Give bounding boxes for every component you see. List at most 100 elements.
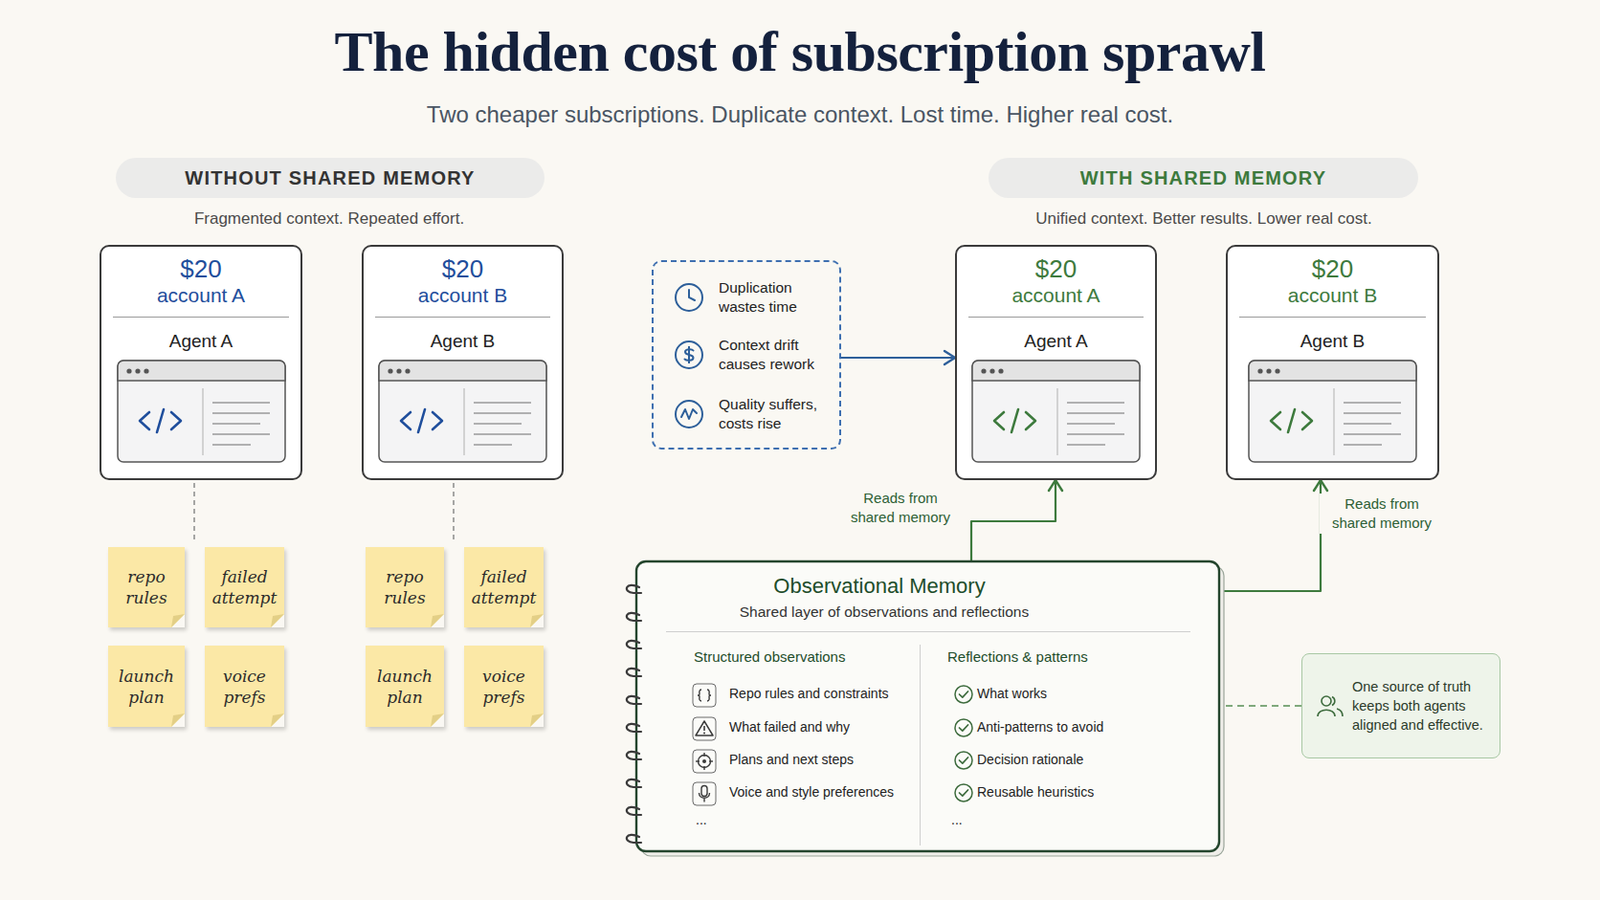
account-name: account B bbox=[1227, 284, 1438, 308]
memory-subtitle: Shared layer of observations and reflect… bbox=[673, 603, 1095, 622]
issue-icon bbox=[673, 339, 705, 371]
band-label: WITH SHARED MEMORY bbox=[988, 157, 1419, 199]
account-card: $20account A Agent A bbox=[99, 244, 303, 481]
caption: Two cheaper subscriptions. Duplicate con… bbox=[0, 101, 1600, 129]
sticky-note: repo rules bbox=[108, 547, 185, 628]
edge-label: Reads from shared memory bbox=[838, 488, 963, 529]
sticky-note: launch plan bbox=[108, 645, 185, 728]
account-card: $20account B Agent B bbox=[1225, 244, 1440, 481]
account-name: account A bbox=[956, 284, 1156, 308]
observation-item: Repo rules and constraints bbox=[729, 686, 889, 702]
code-window bbox=[1247, 359, 1418, 464]
sticky-note-text: repo rules bbox=[371, 566, 439, 609]
sticky-note: failed attempt bbox=[464, 547, 544, 628]
observation-item: Voice and style preferences bbox=[729, 784, 894, 800]
agent-name: Agent A bbox=[101, 331, 301, 353]
connector bbox=[971, 480, 1063, 561]
divider bbox=[968, 316, 1144, 318]
divider bbox=[666, 631, 1191, 633]
agent-name: Agent B bbox=[363, 331, 562, 353]
folded-corner bbox=[530, 614, 544, 628]
dashed-leader bbox=[452, 483, 455, 542]
memory-notebook: Observational MemoryShared layer of obse… bbox=[635, 560, 1223, 855]
check-icon bbox=[953, 684, 975, 706]
folded-corner bbox=[171, 713, 185, 728]
note-text: One source of truth keeps both agents al… bbox=[1352, 677, 1492, 735]
sticky-note-text: failed attempt bbox=[210, 566, 279, 609]
agent-name: Agent B bbox=[1227, 331, 1438, 353]
sticky-note: voice prefs bbox=[464, 645, 544, 728]
observation-item: What failed and why bbox=[729, 719, 850, 735]
column-heading: Reflections & patterns bbox=[947, 648, 1089, 666]
column-heading: Structured observations bbox=[693, 648, 845, 666]
sticky-note: launch plan bbox=[365, 645, 445, 728]
folded-corner bbox=[530, 713, 544, 728]
connector bbox=[1222, 706, 1302, 708]
issue-text: Quality suffers, costs rise bbox=[718, 395, 832, 434]
section-band: WITHOUT SHARED MEMORY bbox=[115, 157, 545, 199]
issue-text: Duplication wastes time bbox=[718, 278, 832, 317]
band-label: WITHOUT SHARED MEMORY bbox=[115, 157, 545, 199]
reflection-item: ... bbox=[951, 812, 963, 828]
folded-corner bbox=[430, 713, 445, 728]
price: $20 bbox=[956, 254, 1156, 285]
code-window bbox=[377, 359, 548, 464]
folded-corner bbox=[430, 614, 445, 628]
issue-icon bbox=[673, 399, 705, 430]
connector bbox=[1222, 480, 1328, 592]
account-name: account B bbox=[363, 284, 562, 308]
sticky-note-text: launch plan bbox=[113, 666, 179, 709]
sticky-note: voice prefs bbox=[204, 645, 285, 728]
folded-corner bbox=[270, 614, 285, 628]
divider bbox=[1239, 316, 1426, 318]
note-box: One source of truth keeps both agents al… bbox=[1301, 653, 1501, 759]
price: $20 bbox=[363, 254, 562, 285]
connector bbox=[841, 351, 956, 365]
code-window bbox=[116, 359, 287, 464]
sticky-note-text: failed attempt bbox=[469, 566, 538, 609]
reflection-item: Reusable heuristics bbox=[977, 784, 1094, 800]
account-card: $20account A Agent A bbox=[955, 244, 1157, 481]
sticky-note: repo rules bbox=[365, 547, 445, 628]
people-icon bbox=[1315, 693, 1345, 719]
account-card: $20account B Agent B bbox=[361, 244, 564, 481]
sticky-note-text: voice prefs bbox=[469, 666, 538, 709]
price: $20 bbox=[1227, 254, 1438, 285]
edge-label: Reads from shared memory bbox=[1319, 493, 1445, 534]
observation-item: ... bbox=[695, 812, 708, 828]
sticky-note-text: launch plan bbox=[371, 666, 439, 709]
agent-name: Agent A bbox=[956, 331, 1156, 353]
price: $20 bbox=[101, 254, 301, 285]
reflection-item: Decision rationale bbox=[977, 752, 1084, 768]
observation-item: Plans and next steps bbox=[729, 752, 854, 768]
problem-box: Duplication wastes timeContext drift cau… bbox=[651, 260, 842, 450]
folded-corner bbox=[270, 713, 285, 728]
item-icon-frame bbox=[691, 683, 717, 709]
title: The hidden cost of subscription sprawl bbox=[0, 19, 1600, 86]
sticky-note-text: voice prefs bbox=[210, 666, 279, 709]
divider bbox=[112, 316, 289, 318]
dashed-leader bbox=[193, 483, 196, 542]
issue-text: Context drift causes rework bbox=[718, 335, 832, 375]
folded-corner bbox=[171, 614, 185, 628]
reflection-item: Anti-patterns to avoid bbox=[977, 719, 1104, 735]
sticky-note-text: repo rules bbox=[113, 566, 179, 609]
memory-title: Observational Memory bbox=[673, 574, 1086, 600]
divider bbox=[375, 316, 551, 318]
check-icon bbox=[953, 782, 975, 804]
spiral-rings bbox=[622, 560, 657, 855]
account-name: account A bbox=[101, 284, 301, 308]
code-window bbox=[971, 359, 1141, 464]
subheading: Fragmented context. Repeated effort. bbox=[42, 209, 617, 229]
item-icon-frame bbox=[691, 749, 717, 775]
check-icon bbox=[953, 717, 975, 739]
item-icon-frame bbox=[691, 716, 717, 742]
section-band: WITH SHARED MEMORY bbox=[988, 157, 1419, 199]
check-icon bbox=[953, 750, 975, 772]
item-icon-frame bbox=[691, 781, 717, 807]
issue-icon bbox=[673, 282, 705, 313]
reflection-item: What works bbox=[977, 686, 1047, 702]
subheading: Unified context. Better results. Lower r… bbox=[916, 209, 1491, 229]
divider bbox=[919, 644, 921, 846]
